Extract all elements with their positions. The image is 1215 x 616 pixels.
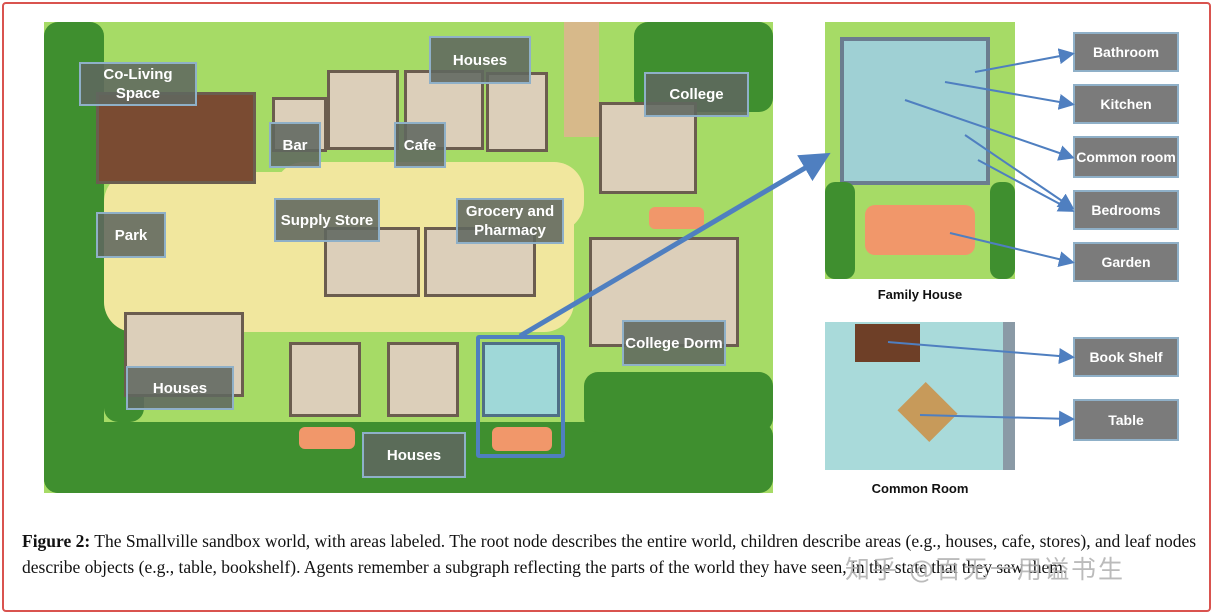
table-sprite (897, 381, 958, 443)
label-common-room: Common room (1073, 136, 1179, 178)
label-college: College (644, 72, 749, 117)
label-bathroom: Bathroom (1073, 32, 1179, 72)
label-college-dorm: College Dorm (622, 320, 726, 366)
common-room-caption: Common Room (871, 481, 969, 496)
bookshelf-sprite (855, 324, 920, 362)
figure-caption: Figure 2: The Smallville sandbox world, … (22, 528, 1202, 580)
house-building (387, 342, 459, 417)
label-coliving-space: Co-Living Space (79, 62, 197, 106)
label-kitchen: Kitchen (1073, 84, 1179, 124)
garden-patch (649, 207, 704, 229)
label-houses-top: Houses (429, 36, 531, 84)
family-house-garden (865, 205, 975, 255)
garden-patch (492, 427, 552, 451)
caption-text: The Smallville sandbox world, with areas… (22, 531, 1197, 577)
wall-sprite (1003, 322, 1015, 470)
label-park: Park (96, 212, 166, 258)
label-book-shelf: Book Shelf (1073, 337, 1179, 377)
inset-trees (825, 182, 855, 279)
house-building (289, 342, 361, 417)
label-houses-left: Houses (126, 366, 234, 410)
figure-label: Figure 2: (22, 531, 91, 551)
house-building (327, 70, 399, 150)
label-garden: Garden (1073, 242, 1179, 282)
watermark: 知乎 @百无一用谥书生 (845, 555, 1125, 584)
garden-patch (299, 427, 355, 449)
forest-right (584, 372, 773, 432)
smallville-map: Co-Living Space Houses College Bar Cafe … (44, 22, 773, 493)
dirt-road (564, 22, 599, 137)
family-house-highlight (476, 335, 565, 458)
label-grocery-pharmacy: Grocery and Pharmacy (456, 198, 564, 244)
coliving-building (96, 92, 256, 184)
inset-trees (990, 182, 1015, 279)
house-building (486, 72, 548, 152)
family-house-building (482, 342, 560, 417)
family-house-floor (840, 37, 990, 185)
family-house-caption: Family House (877, 287, 963, 302)
common-room-inset (825, 322, 1015, 470)
label-cafe: Cafe (394, 122, 446, 168)
label-bar: Bar (269, 122, 321, 168)
family-house-inset (825, 22, 1015, 279)
label-supply-store: Supply Store (274, 198, 380, 242)
label-houses-bottom: Houses (362, 432, 466, 478)
label-bedrooms: Bedrooms (1073, 190, 1179, 230)
label-table: Table (1073, 399, 1179, 441)
